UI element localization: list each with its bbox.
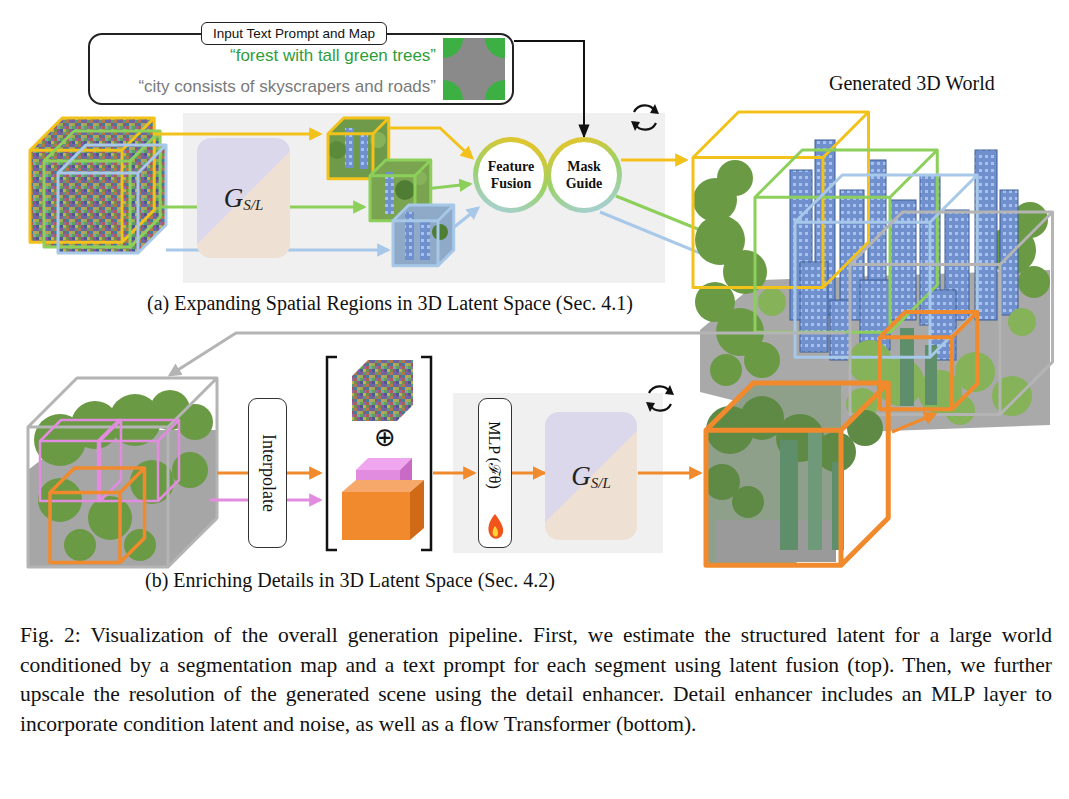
section-label: (a) Expanding Spatial Regions in 3D Late… xyxy=(147,292,633,315)
flow-transformer-box: GS/L xyxy=(545,412,637,540)
node-text: Interpolate xyxy=(257,434,278,512)
node-text: Feature Fusion xyxy=(481,158,541,192)
node-text: S/L xyxy=(243,197,263,214)
node-text: G xyxy=(571,461,591,492)
refresh-icon xyxy=(631,104,674,412)
enhanced-chunk-cube xyxy=(704,383,888,565)
node-text: Input Text Prompt and Map xyxy=(213,26,375,41)
prompt-box: “forest with tall green trees” “city cons… xyxy=(88,33,514,105)
mlp-backing xyxy=(478,398,512,548)
title-tab: Input Text Prompt and Map xyxy=(201,22,387,45)
world-label: Generated 3D World xyxy=(829,72,995,95)
connector-arrow xyxy=(514,41,584,137)
top-flow-arrows xyxy=(154,128,746,272)
node-text: Mask Guide xyxy=(554,158,614,192)
concat-symbol: ⊕ xyxy=(374,424,396,450)
noise-latent-cubes xyxy=(30,118,166,253)
node-text: “city consists of skyscrapers and roads” xyxy=(138,77,436,97)
fusion-circle: Feature Fusion xyxy=(473,137,549,213)
node-text: MLP (ℱθ) xyxy=(484,421,506,489)
section-label: (b) Enriching Details in 3D Latent Space… xyxy=(145,569,555,592)
node-text: S/L xyxy=(591,475,611,492)
concat-bracket xyxy=(327,357,431,550)
mask-circle: Mask Guide xyxy=(546,137,622,213)
flow-transformer-box: GS/L xyxy=(197,138,290,258)
return-arrow xyxy=(170,333,845,375)
connector-arrow xyxy=(512,472,545,475)
node-text: “forest with tall green trees” xyxy=(230,46,436,66)
mlp-box: MLP (ℱθ) xyxy=(478,398,512,548)
node-text: G xyxy=(224,183,244,214)
detail-input-cube xyxy=(28,378,217,567)
interpolate-box: Interpolate xyxy=(248,398,287,548)
generated-chunk-cubes xyxy=(328,118,454,266)
figure-caption: Fig. 2: Visualization of the overall gen… xyxy=(20,621,1052,739)
